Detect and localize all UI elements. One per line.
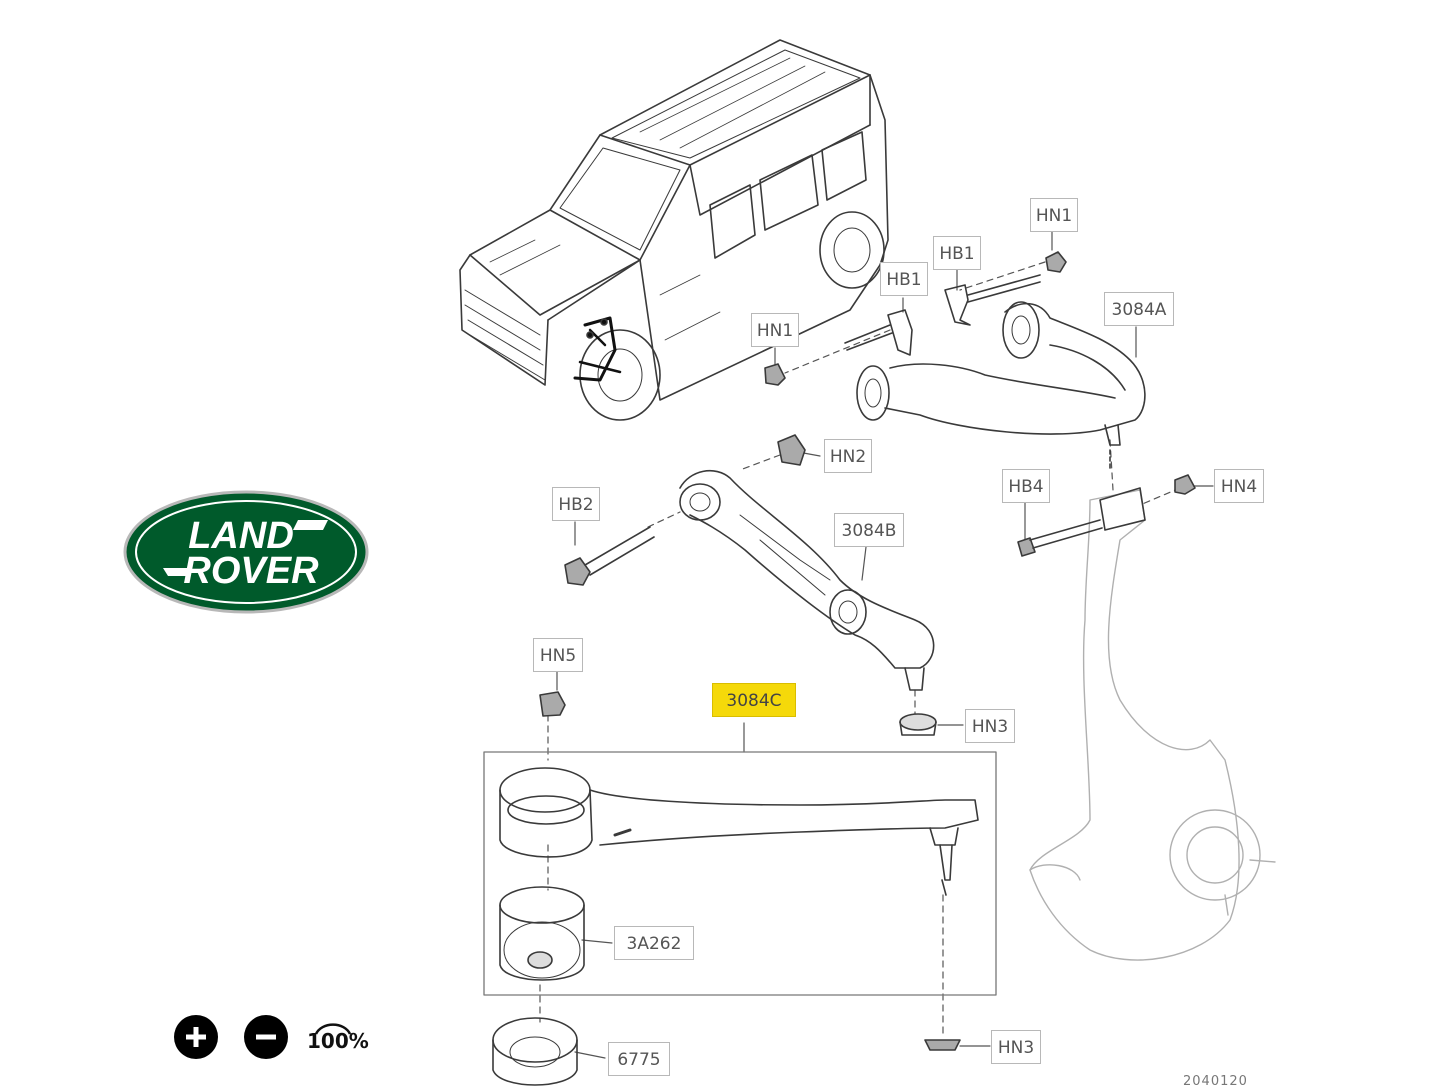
callout-hb4[interactable]: HB4 xyxy=(1002,469,1050,503)
reset-arc-icon xyxy=(314,1023,352,1035)
callout-6775[interactable]: 6775 xyxy=(608,1042,670,1076)
steering-knuckle xyxy=(1029,489,1276,961)
callout-3a262[interactable]: 3A262 xyxy=(614,926,694,960)
logo-line2: ROVER xyxy=(183,550,319,592)
callout-hb1-left[interactable]: HB1 xyxy=(880,262,928,296)
logo-line1: LAND xyxy=(188,515,294,557)
callout-3084a[interactable]: 3084A xyxy=(1104,292,1174,326)
bush-3a262 xyxy=(499,886,585,981)
bush-6775 xyxy=(492,1017,578,1086)
arm-3084c xyxy=(499,767,979,896)
callout-hn3-upper[interactable]: HN3 xyxy=(965,709,1015,743)
callout-hb1-right[interactable]: HB1 xyxy=(933,236,981,270)
callout-hn1-top[interactable]: HN1 xyxy=(1030,198,1078,232)
callout-3084c[interactable]: 3084C xyxy=(712,683,796,717)
plus-icon xyxy=(186,1027,206,1047)
callout-3084b[interactable]: 3084B xyxy=(834,513,904,547)
callout-hn3-lower[interactable]: HN3 xyxy=(991,1030,1041,1064)
callout-hn1-left[interactable]: HN1 xyxy=(751,313,799,347)
callout-hb2[interactable]: HB2 xyxy=(552,487,600,521)
callout-hn2[interactable]: HN2 xyxy=(824,439,872,473)
zoom-reset-button[interactable]: 100% xyxy=(307,1020,369,1056)
callout-hn5[interactable]: HN5 xyxy=(533,638,583,672)
lower-arm-3084b xyxy=(564,434,937,736)
upper-arm-3084a xyxy=(764,251,1146,471)
callout-hn4[interactable]: HN4 xyxy=(1214,469,1264,503)
zoom-in-button[interactable] xyxy=(174,1015,218,1059)
zoom-out-button[interactable] xyxy=(244,1015,288,1059)
vehicle-illustration xyxy=(459,39,889,421)
minus-icon xyxy=(256,1034,276,1040)
land-rover-logo: LAND ROVER xyxy=(123,490,369,614)
zoom-level: 100% xyxy=(307,1029,369,1053)
illustration-number: 2040120 xyxy=(1183,1074,1248,1089)
assembly-box-3084c xyxy=(483,751,997,996)
